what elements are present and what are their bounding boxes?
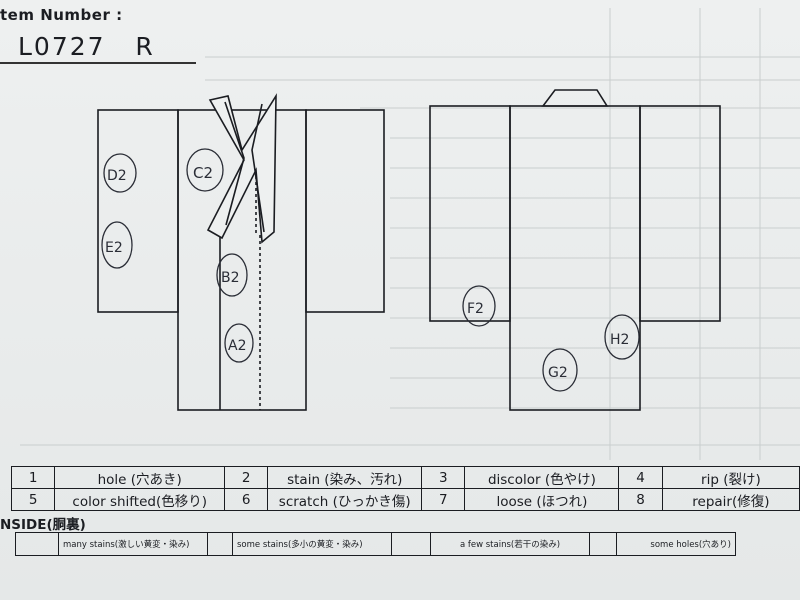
mark-a2-label: A2 — [228, 338, 246, 354]
item-number-label: tem Number : — [0, 6, 123, 24]
item-variant: R — [135, 32, 155, 61]
back-body — [509, 105, 641, 411]
inside-checkbox[interactable] — [15, 532, 59, 556]
item-code: L0727 — [18, 32, 106, 61]
mark-f2-label: F2 — [467, 301, 484, 317]
mark-d2-circle — [103, 153, 137, 193]
back-right-sleeve — [639, 105, 721, 322]
mark-d2-label: D2 — [107, 168, 127, 184]
front-body — [177, 109, 307, 411]
legend-num: 2 — [223, 466, 269, 489]
legend-num: 8 — [618, 488, 663, 511]
legend-label: color shifted(色移り) — [54, 488, 225, 511]
collar-inner-line — [224, 101, 245, 226]
mark-b2-circle — [216, 253, 248, 297]
front-view — [97, 93, 385, 411]
mark-g2-circle — [542, 348, 578, 392]
mark-h2-circle — [604, 314, 640, 360]
inside-lining-table: many stains(激しい黄変・染み) some stains(多小の黄変・… — [15, 532, 736, 556]
front-left-sleeve — [97, 109, 179, 313]
back-view — [429, 89, 721, 411]
mark-f2-circle — [462, 285, 496, 327]
mark-b2-label: B2 — [221, 270, 240, 286]
legend-label: loose (ほつれ) — [464, 488, 620, 511]
collar-band-outer — [206, 93, 277, 244]
inside-checkbox[interactable] — [391, 532, 431, 556]
legend-num: 5 — [10, 488, 56, 511]
item-number-underline — [0, 62, 196, 64]
mark-h2-label: H2 — [610, 332, 629, 348]
legend-num: 7 — [421, 488, 466, 511]
inside-checkbox[interactable] — [589, 532, 617, 556]
mark-g2-label: G2 — [548, 365, 568, 381]
legend-label: hole (穴あき) — [54, 466, 225, 489]
inside-option-label: a few stains(若干の染み) — [430, 532, 590, 556]
legend-num: 6 — [223, 488, 269, 511]
legend-row: 1 hole (穴あき) 2 stain (染み、汚れ) 3 discolor … — [10, 466, 800, 489]
mark-a2-circle — [224, 323, 254, 363]
mark-c2-label: C2 — [193, 164, 213, 182]
back-collar — [541, 89, 609, 107]
legend-num: 3 — [421, 466, 466, 489]
front-right-sleeve — [305, 109, 385, 313]
mark-c2-circle — [186, 148, 224, 192]
collar-inner-line-right — [251, 103, 265, 233]
inside-row: many stains(激しい黄変・染み) some stains(多小の黄変・… — [15, 532, 736, 556]
inside-section-title: NSIDE(胴裏) — [0, 517, 86, 533]
inside-option-label: some stains(多小の黄変・染み) — [232, 532, 392, 556]
legend-label: scratch (ひっかき傷) — [267, 488, 423, 511]
mark-e2-circle — [101, 221, 133, 269]
mark-e2-label: E2 — [105, 240, 123, 256]
legend-row: 5 color shifted(色移り) 6 scratch (ひっかき傷) 7… — [10, 488, 800, 511]
inside-option-label: some holes(穴あり) — [616, 532, 736, 556]
inside-option-label: many stains(激しい黄変・染み) — [58, 532, 208, 556]
legend-label: repair(修復) — [661, 488, 800, 511]
legend-label: stain (染み、汚れ) — [267, 466, 423, 489]
legend-num: 4 — [618, 466, 663, 489]
legend-label: rip (裂け) — [661, 466, 800, 489]
damage-legend-table: 1 hole (穴あき) 2 stain (染み、汚れ) 3 discolor … — [10, 466, 800, 511]
legend-num: 1 — [10, 466, 56, 489]
legend-label: discolor (色やけ) — [464, 466, 620, 489]
item-number-value: L0727 R — [18, 32, 155, 61]
inside-checkbox[interactable] — [207, 532, 233, 556]
